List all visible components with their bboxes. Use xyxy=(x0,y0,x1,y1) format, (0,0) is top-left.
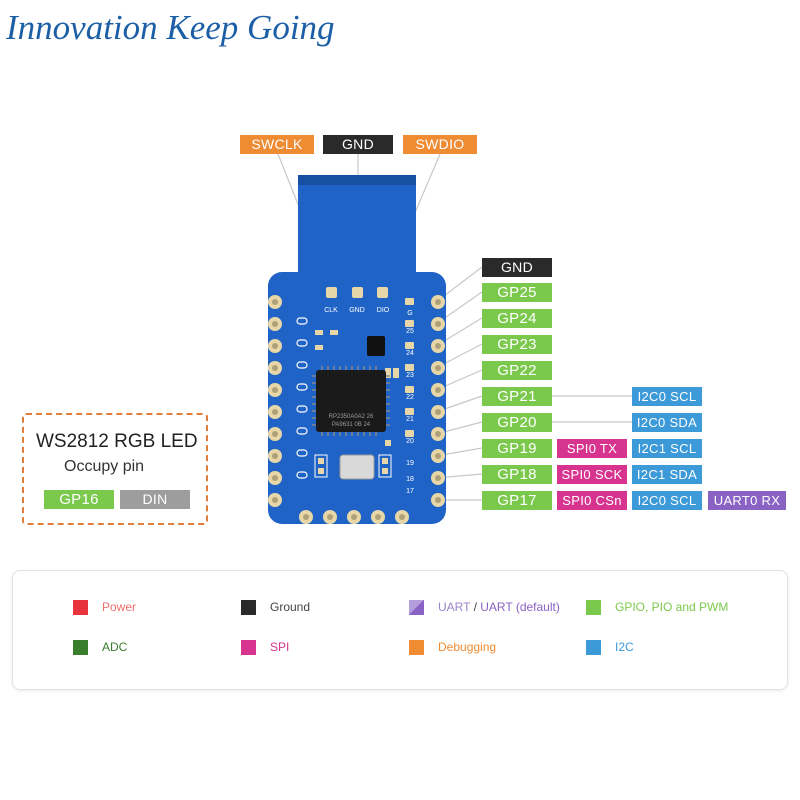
legend-ground: Ground xyxy=(241,599,310,615)
pin-number-25: 25 xyxy=(406,328,414,335)
pin-label-gp24: GP24 xyxy=(482,309,552,328)
board-diagram: CLK GND DIO G 25 24 23 22 21 20 19 18 17 xyxy=(268,153,632,524)
pin-label-gp21: GP21 xyxy=(482,387,552,406)
usb-connector xyxy=(298,175,416,285)
ws2812-din-label: DIN xyxy=(120,490,190,509)
right-pad-holes xyxy=(435,299,441,503)
legend-adc: ADC xyxy=(73,639,127,655)
legend-spi-text: SPI xyxy=(270,640,290,654)
legend-gpio-swatch xyxy=(586,599,601,615)
pin-number-labels: G 25 24 23 22 21 20 19 18 17 xyxy=(406,310,414,495)
func-label-gp17-spi0-csn: SPI0 CSn xyxy=(557,491,627,510)
legend-uart-sep: / xyxy=(470,600,481,614)
legend-spi-swatch xyxy=(241,639,256,655)
legend-uart: UART / UART (default) xyxy=(409,599,560,615)
mcu-chip: RP2350A0A2 26 PA9631 0B 24 xyxy=(312,366,390,436)
pad-label-clk: CLK xyxy=(324,307,338,314)
func-label-gp19-spi0-tx: SPI0 TX xyxy=(557,439,627,458)
swd-pads xyxy=(326,287,388,298)
legend-debugging-swatch xyxy=(409,639,424,655)
pin-number-23: 23 xyxy=(406,372,414,379)
func-label-gp21-i2c0-scl: I2C0 SCL xyxy=(632,387,702,406)
ws2812-pin-label: GP16 xyxy=(44,490,114,509)
pin-label-gp25: GP25 xyxy=(482,283,552,302)
pin-label-gp18: GP18 xyxy=(482,465,552,484)
legend-debugging: Debugging xyxy=(409,639,496,655)
func-label-gp17-i2c0-scl: I2C0 SCL xyxy=(632,491,702,510)
func-label-gp19-i2c1-scl: I2C1 SCL xyxy=(632,439,702,458)
pin-number-18: 18 xyxy=(406,476,414,483)
pin-label-gnd: GND xyxy=(482,258,552,277)
legend-uart-text: UART xyxy=(438,600,471,614)
legend-ground-text: Ground xyxy=(270,600,311,614)
legend-adc-text: ADC xyxy=(102,640,128,654)
func-label-gp20-i2c0-sda: I2C0 SDA xyxy=(632,413,702,432)
legend-ground-swatch xyxy=(241,599,256,615)
left-pad-holes xyxy=(272,299,278,503)
legend-spi: SPI xyxy=(241,639,289,655)
pin-label-gp22: GP22 xyxy=(482,361,552,380)
legend-gpio-text: GPIO, PIO and PWM xyxy=(615,600,729,614)
pad-label-gnd: GND xyxy=(349,307,365,314)
legend: Power Ground UART / UART (default) GPIO,… xyxy=(12,570,788,690)
ws2812-subtitle: Occupy pin xyxy=(64,458,145,475)
pin-number-19: 19 xyxy=(406,460,414,467)
legend-power-swatch xyxy=(73,599,88,615)
legend-i2c-swatch xyxy=(586,639,601,655)
mcu-chip-text-2: PA9631 0B 24 xyxy=(332,422,371,428)
legend-uart-swatch xyxy=(409,599,424,615)
pin-number-g: G xyxy=(407,310,412,317)
legend-i2c: I2C xyxy=(586,639,634,655)
func-label-gp17-uart0-rx: UART0 RX xyxy=(708,491,786,510)
swdio-label: SWDIO xyxy=(403,135,477,154)
ws2812-title: WS2812 RGB LED xyxy=(36,431,198,452)
pad-label-dio: DIO xyxy=(377,307,390,314)
pin-number-22: 22 xyxy=(406,394,414,401)
func-label-gp18-i2c1-sda: I2C1 SDA xyxy=(632,465,702,484)
legend-debugging-text: Debugging xyxy=(438,640,497,654)
crystal xyxy=(339,454,375,480)
legend-adc-swatch xyxy=(73,639,88,655)
pin-label-gp17: GP17 xyxy=(482,491,552,510)
pin-number-20: 20 xyxy=(406,438,414,445)
regulator-chip xyxy=(367,336,385,356)
pin-number-17: 17 xyxy=(406,488,414,495)
legend-uart-default-text: UART (default) xyxy=(480,600,560,614)
slogan: Innovation Keep Going xyxy=(6,8,335,47)
pin-number-21: 21 xyxy=(406,416,414,423)
legend-i2c-text: I2C xyxy=(615,640,634,654)
pin-label-gp20: GP20 xyxy=(482,413,552,432)
legend-power-text: Power xyxy=(102,600,137,614)
pin-label-gp23: GP23 xyxy=(482,335,552,354)
pin-number-24: 24 xyxy=(406,350,414,357)
mcu-chip-text-1: RP2350A0A2 26 xyxy=(329,414,374,420)
ws2812-info-box: WS2812 RGB LED Occupy pin GP16 DIN xyxy=(22,413,208,525)
top-gnd-label: GND xyxy=(323,135,393,154)
pin-label-gp19: GP19 xyxy=(482,439,552,458)
func-label-gp18-spi0-sck: SPI0 SCK xyxy=(557,465,627,484)
legend-gpio: GPIO, PIO and PWM xyxy=(586,599,728,615)
swclk-label: SWCLK xyxy=(240,135,314,154)
legend-power: Power xyxy=(73,599,136,615)
